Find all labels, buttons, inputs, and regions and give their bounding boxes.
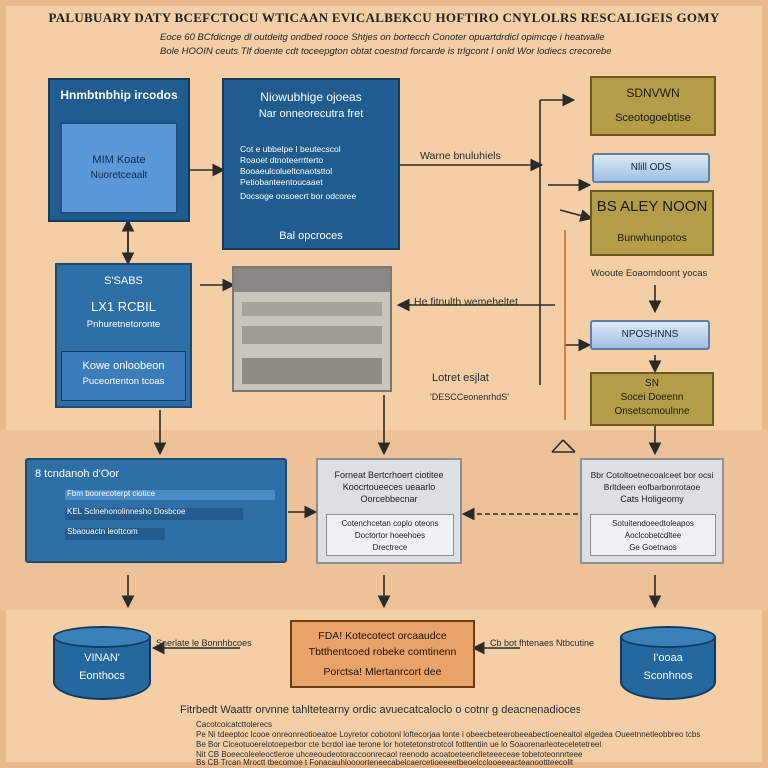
left-box-bottom-row-2: KEL Sclnehonolinnesho Dosbcoe <box>65 507 243 520</box>
right-panel-inner: Sotuitendoeedtoleapos Aoclcobetcdltee Ge… <box>590 514 716 556</box>
center-box-top-body-4: Petiobanteentoucaaet <box>240 177 323 187</box>
center-panel-line2: Koocrtoueeces ueaarlo <box>342 482 436 492</box>
left-box-bottom-row-1: Fbm boorecoterpt ciotice <box>65 489 275 500</box>
database-cylinder-right-line2: Sconhnos <box>643 670 693 682</box>
right-gold-box-2-line1: BS ALEY NOON <box>596 198 708 215</box>
arrow-label-1: Warne bnuluhiels <box>420 150 501 162</box>
bottom-orange-box-line2: Tbtthentcoed robeke comtinenn <box>308 646 457 658</box>
window-illustration-bar-3 <box>242 358 382 384</box>
window-illustration-bar-1 <box>242 302 382 316</box>
right-panel-inner-line1: Sotuitendoeedtoleapos <box>612 519 694 528</box>
arrow-label-5: Snerlate le Bonnhbcoes <box>156 638 252 648</box>
left-box-top-inner-line1: MIM Koate <box>92 154 146 166</box>
left-box-middle-inner: Kowe onloobeon Puceortenton tcoas <box>61 351 186 401</box>
bottom-orange-box: FDA! Kotecotect orcaaudce Tbtthentcoed r… <box>290 620 475 688</box>
right-gold-box-2: BS ALEY NOON Bunwhunpotos <box>590 190 714 256</box>
center-box-top-body-2: Roaoet dtnoteerrtterto <box>240 155 324 165</box>
center-panel-inner-line1: Cotenchcetan coplo oteons <box>341 519 439 528</box>
center-panel-inner-line3: Drectrece <box>372 543 408 552</box>
right-gold-box-3-line3: Onsetscmoulnne <box>614 406 690 417</box>
window-illustration-bar-2 <box>242 326 382 344</box>
left-box-top: Hnmbtnbhip ircodos MIM Koate Nuoretceaal… <box>48 78 190 222</box>
right-note-1: Wooute Eoaomdoont yocas <box>590 268 708 279</box>
left-box-top-inner-line2: Nuoretceaalt <box>90 170 148 181</box>
window-illustration-header <box>234 268 390 292</box>
subtitle-line-2: Bole HOOIN ceuts Tlf doente cdt toceepgt… <box>160 46 612 57</box>
page-title: PALUBUARY DATY BCEFCTOCU WTICAAN EVICALB… <box>48 10 720 25</box>
right-gold-box-1: SDNVWN Sceotogoebtise <box>590 76 716 136</box>
right-panel-inner-line2: Aoclcobetcdltee <box>624 531 682 540</box>
center-box-top-footer: Bal opcroces <box>279 230 343 242</box>
left-box-top-title: Hnmbtnbhip ircodos <box>60 88 178 102</box>
left-box-middle-inner-line1: Kowe onloobeon <box>82 360 165 372</box>
right-pill-2: NPOSHNNS <box>590 320 710 350</box>
right-pill-1-label: Nlill ODS <box>630 162 672 173</box>
left-box-top-inner: MIM Koate Nuoretceaalt <box>60 122 178 214</box>
right-pill-2-label: NPOSHNNS <box>621 329 679 340</box>
center-panel-inner-line2: Doctortor hoeehoes <box>354 531 426 540</box>
right-pill-1: Nlill ODS <box>592 153 710 183</box>
left-box-middle-line1: S'SABS <box>104 275 143 287</box>
footer-title: Fitrbedt Waattr orvnne tahltetearny ordi… <box>180 704 580 716</box>
right-panel-title: Bbr Cotoltoetnecoalceet bor ocsi <box>590 470 714 480</box>
arrow-label-6: Cb bot fhtenaes Ntbcutine <box>490 638 595 648</box>
center-box-top-body-3: Booaeulcolueltcnaotsttol <box>240 166 333 176</box>
right-panel: Bbr Cotoltoetnecoalceet bor ocsi Brltdee… <box>580 458 724 564</box>
center-box-top-body-1: Cot e ubbelpe I beutecscol <box>240 144 341 154</box>
arrow-label-3: Lotret esjlat <box>432 372 489 384</box>
subtitle-line-1: Eoce 60 BCfdicnge dl outdeitg ondbed roo… <box>160 32 605 43</box>
center-box-top: Niowubhige ojoeas Nar onneorecutra fret … <box>222 78 400 250</box>
window-illustration <box>232 266 392 392</box>
center-panel-title: Forneat Bertcrhoert ciotitee <box>334 470 444 480</box>
left-box-middle-inner-line2: Puceortenton tcoas <box>82 376 165 387</box>
left-box-bottom-row-1-label: Fbm boorecoterpt ciotice <box>67 489 156 498</box>
right-gold-box-3: SN Socei Doeenn Onsetscmoulnne <box>590 372 714 426</box>
database-cylinder-right-line1: I'ooaa <box>653 652 683 664</box>
left-box-bottom-row-3-label: Sbaouactn leottcom <box>67 527 138 536</box>
right-panel-line2: Brltdeen eofbarbonrotaoe <box>603 482 701 492</box>
center-panel: Forneat Bertcrhoert ciotitee Koocrtoueec… <box>316 458 462 564</box>
left-box-bottom-row-2-label: KEL Sclnehonolinnesho Dosbcoe <box>67 507 186 516</box>
footer-line-1: Cacotcoicatcttolerecs <box>196 720 273 729</box>
database-cylinder-left-line1: VINAN' <box>84 652 120 664</box>
center-panel-inner: Cotenchcetan coplo oteons Doctortor hoee… <box>326 514 454 556</box>
center-box-top-title: Niowubhige ojoeas <box>260 90 362 104</box>
right-gold-box-3-line1: SN <box>645 378 659 389</box>
center-box-top-line2: Nar onneorecutra fret <box>258 108 364 120</box>
right-gold-box-2-line2: Bunwhunpotos <box>617 232 687 244</box>
right-gold-box-1-line1: SDNVWN <box>626 86 680 100</box>
left-box-bottom: 8 tcndanoh d'Oor Fbm boorecoterpt ciotic… <box>25 458 287 563</box>
right-panel-line3: Cats Holigeomy <box>620 494 684 504</box>
database-cylinder-left-line2: Eonthocs <box>79 670 125 682</box>
center-panel-line3: Oorcebbecnar <box>360 494 418 504</box>
bottom-orange-box-line3: Porctsa! Mlertanrcort dee <box>323 666 442 678</box>
footer-line-4: Nit CB Boeecoleeleoctleroe uhceeoudeotor… <box>196 750 583 759</box>
center-box-top-body-5: Docsoge oosoecrt bor odcoree <box>240 191 357 201</box>
left-box-middle-line3: Pnhuretnetoronte <box>86 319 161 330</box>
left-box-middle-line2: LX1 RCBIL <box>90 299 157 314</box>
arrow-label-2: He fitnulth wemeheltet <box>414 296 518 308</box>
database-cylinder-left: VINAN' Eonthocs <box>53 626 151 700</box>
footer-line-3: Be Bor Ciceotuoerelotoeperbor cte bcrdol… <box>196 740 602 749</box>
right-panel-inner-line3: Ge Goetnaos <box>629 543 677 552</box>
left-box-middle: S'SABS LX1 RCBIL Pnhuretnetoronte Kowe o… <box>55 263 192 408</box>
right-gold-box-1-line2: Sceotogoebtise <box>615 112 691 124</box>
database-cylinder-right: I'ooaa Sconhnos <box>620 626 716 700</box>
left-box-bottom-title: 8 tcndanoh d'Oor <box>35 468 120 480</box>
arrow-label-4: 'DESCCeonenrhdS' <box>430 392 509 402</box>
footer-line-5: Bs CB Trcan Mroctt tbecomoe t Fonacauhlo… <box>196 758 574 767</box>
right-gold-box-3-line2: Socei Doeenn <box>620 392 684 403</box>
footer-line-2: Pe Ni tdeeptoc lcooe onreonreotioeatoe L… <box>196 730 701 739</box>
bottom-orange-box-line1: FDA! Kotecotect orcaaudce <box>318 630 447 642</box>
left-box-bottom-row-3: Sbaouactn leottcom <box>65 527 165 540</box>
